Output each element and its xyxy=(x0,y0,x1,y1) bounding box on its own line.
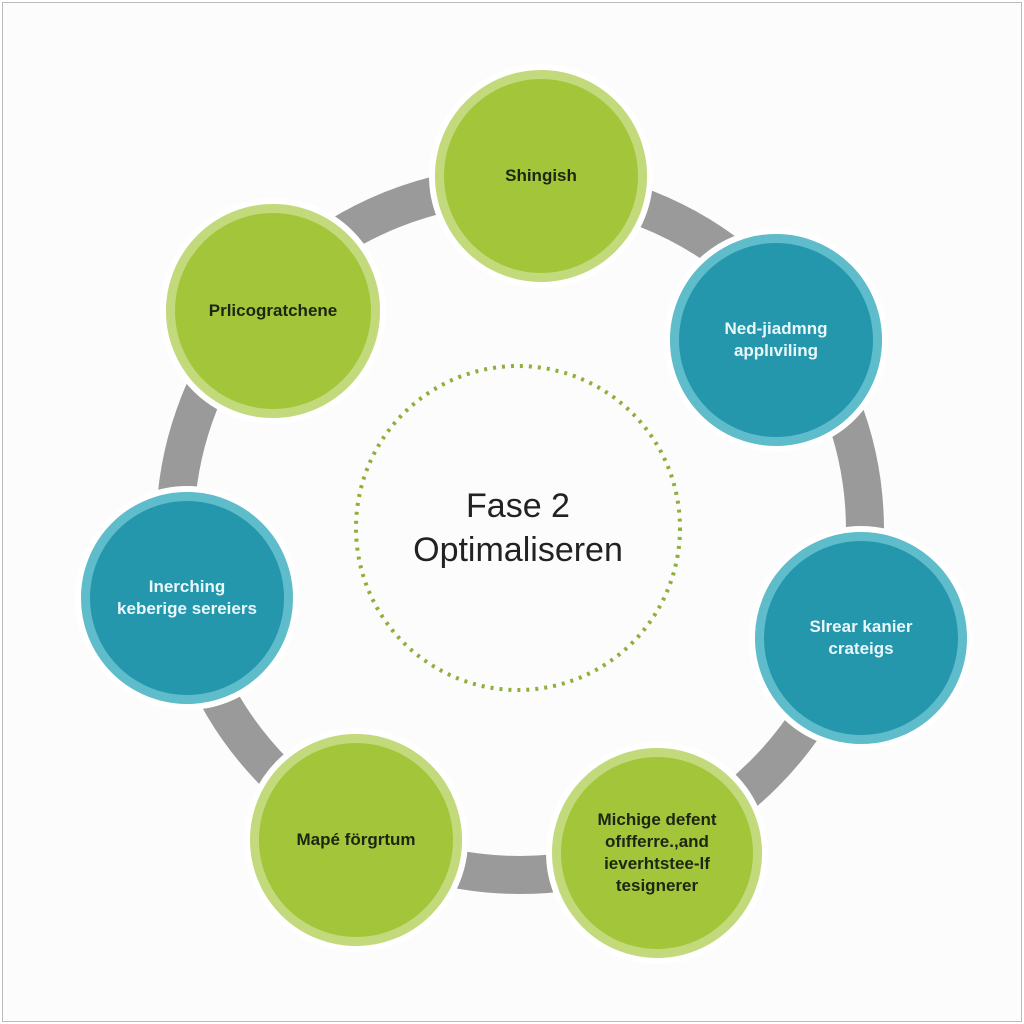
phase-node-1: Shingish xyxy=(429,64,653,288)
node-label: Shingish xyxy=(505,166,577,185)
phase-node-6: Inerching keberige sereiers xyxy=(75,486,299,710)
phase-node-5: Mapé förgrtum xyxy=(244,728,468,952)
node-label: Slrear kanier crateigs xyxy=(809,617,913,658)
node-label: Ned-jiadmng applıviling xyxy=(724,319,828,360)
center-title: Fase 2 Optimaliseren xyxy=(413,487,623,569)
node-label: Inerching keberige sereiers xyxy=(117,577,257,618)
phase-node-4: Michige defent ofıfferre.,and ieverhtste… xyxy=(546,742,768,964)
node-label: Mapé förgrtum xyxy=(296,830,416,849)
node-label: Prlicogratchene xyxy=(208,301,338,320)
center-dashed-circle xyxy=(354,364,682,692)
node-label: Michige defent ofıfferre.,and ieverhtste… xyxy=(597,810,717,895)
phase-node-2: Ned-jiadmng applıviling xyxy=(664,228,888,452)
phase-node-3: Slrear kanier crateigs xyxy=(749,526,973,750)
phase-node-7: Prlicogratchene xyxy=(160,198,386,424)
